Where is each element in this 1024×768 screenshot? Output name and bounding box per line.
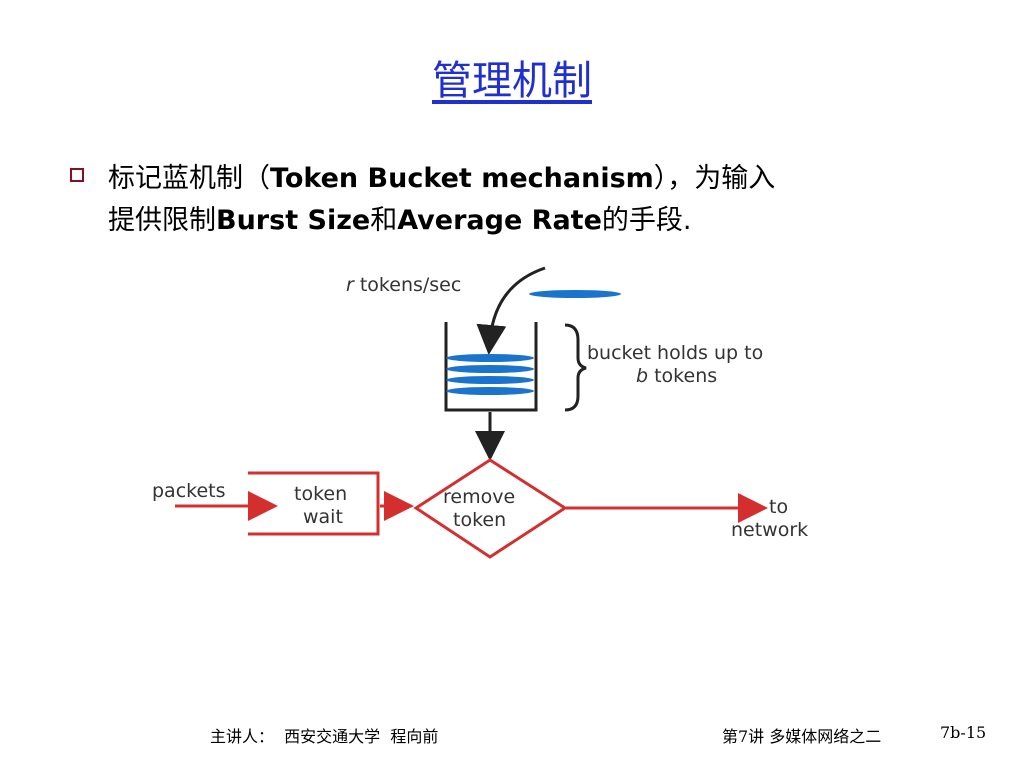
bucket-variable: b — [636, 365, 648, 387]
curly-brace — [564, 323, 587, 412]
bucket-capacity-text: tokens — [648, 365, 717, 387]
rate-variable: r — [346, 274, 355, 296]
bullet-text-part: 和 — [370, 205, 398, 236]
bullet-bold-term: Token Bucket mechanism — [270, 163, 654, 194]
incoming-token — [529, 290, 621, 298]
remove-token-label: remove — [443, 486, 515, 508]
bucket-token — [446, 365, 534, 373]
to-network-label: to — [769, 496, 788, 518]
remove-token-label-line2: token — [453, 509, 506, 531]
token-inflow-arrow — [476, 266, 546, 355]
rate-label: r tokens/sec — [346, 274, 461, 296]
rate-text: tokens/sec — [354, 274, 462, 296]
square-bullet-icon — [70, 168, 86, 184]
token-wait-label-line2: wait — [303, 506, 343, 528]
bucket-token — [446, 354, 534, 362]
bullet-text-part: 的手段. — [601, 205, 692, 236]
footer-lecturer: 主讲人： 西安交通大学 程向前 — [210, 727, 439, 746]
bullet-text-part: ），为输入 — [653, 163, 776, 194]
token-wait-queue — [248, 471, 380, 536]
bullet-text-part: 标记蓝机制（ — [108, 163, 270, 194]
bucket-capacity-label-line2: b tokens — [636, 365, 717, 387]
packets-label: packets — [152, 480, 226, 502]
to-network-label-line2: network — [731, 519, 808, 541]
bullet-bold-term: Average Rate — [397, 205, 602, 236]
bullet-text-part: 提供限制 — [108, 205, 216, 236]
bucket-capacity-label: bucket holds up to — [587, 342, 763, 364]
bullet-bold-term: Burst Size — [216, 205, 371, 236]
bucket-outline — [444, 322, 538, 412]
bucket-token — [446, 387, 534, 395]
bullet-text: 标记蓝机制（Token Bucket mechanism），为输入提供限制Bur… — [108, 158, 908, 242]
footer-page-number: 7b-15 — [940, 723, 987, 742]
remove-token-diamond — [413, 458, 568, 559]
token-wait-label: token — [294, 483, 347, 505]
footer-lecture: 第7讲 多媒体网络之二 — [722, 727, 882, 746]
slide-title: 管理机制 — [432, 58, 592, 104]
bucket-token — [446, 376, 534, 384]
